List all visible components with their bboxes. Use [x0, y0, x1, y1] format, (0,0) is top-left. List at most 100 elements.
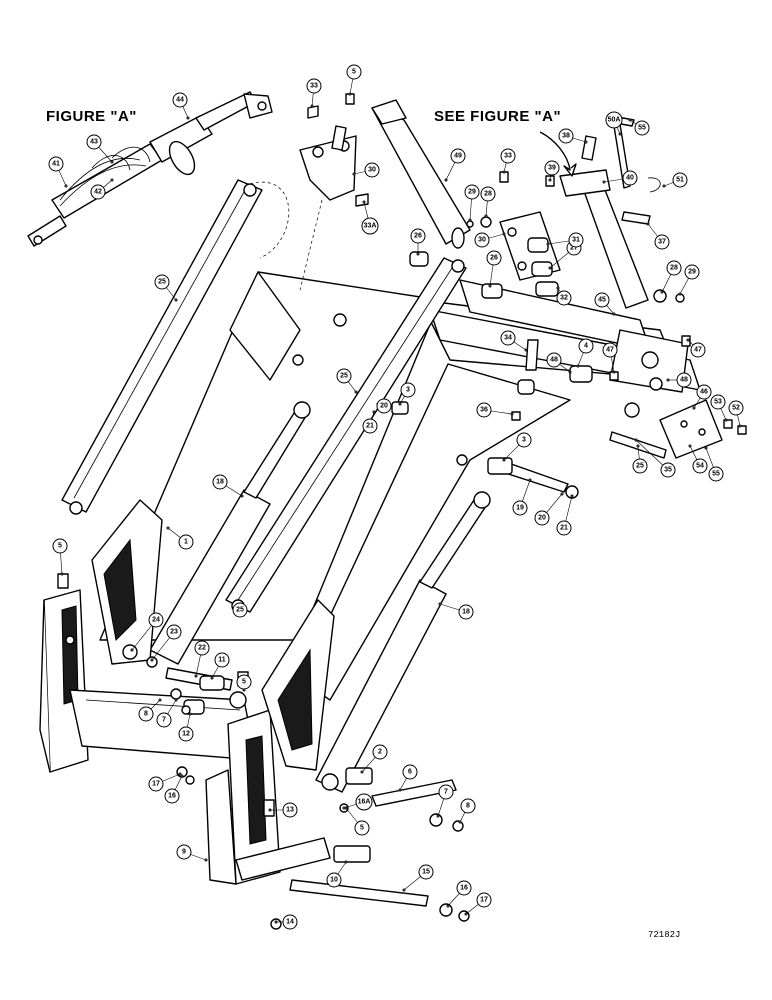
callout-number: 33 — [310, 83, 318, 90]
callout-circle — [476, 892, 492, 908]
callout-circle — [402, 764, 418, 780]
callout-24: 24 — [130, 612, 164, 652]
callout-49: 49 — [444, 148, 466, 182]
callout-47: 47 — [602, 342, 618, 374]
callout-26: 26 — [410, 228, 426, 256]
callout-circle — [480, 186, 496, 202]
see-figure-a-label: SEE FIGURE "A" — [434, 108, 562, 125]
callout-pointer — [210, 676, 214, 680]
callout-number: 21 — [560, 525, 568, 532]
callout-pointer — [398, 788, 402, 792]
figure-a-title: FIGURE "A" — [46, 108, 137, 125]
callout-pointer — [704, 446, 708, 450]
callout-pointer — [484, 214, 488, 218]
callout-36: 36 — [476, 402, 514, 418]
callout-number: 3 — [522, 437, 526, 444]
callout-number: 40 — [626, 175, 634, 182]
callout-circle — [236, 674, 252, 690]
callout-pointer — [576, 364, 580, 368]
callout-51: 51 — [662, 172, 688, 188]
callout-number: 34 — [504, 335, 512, 342]
callout-pointer — [612, 312, 616, 316]
callout-6: 6 — [398, 764, 418, 792]
callout-pointer — [204, 858, 208, 862]
callout-11: 11 — [210, 652, 230, 680]
callout-pointer — [584, 140, 588, 144]
callout-circle — [556, 290, 572, 306]
callout-25: 25 — [154, 274, 178, 302]
callout-number: 37 — [658, 239, 666, 246]
callout-circle — [632, 458, 648, 474]
callout-pointer — [444, 178, 448, 182]
callout-54: 54 — [688, 444, 708, 474]
callout-number: 22 — [198, 645, 206, 652]
callout-circle — [148, 776, 164, 792]
callout-pointer — [342, 806, 346, 810]
callout-number: 5 — [58, 543, 62, 550]
callout-number: 16 — [168, 793, 176, 800]
callout-pointer — [64, 184, 68, 188]
callout-42: 42 — [90, 178, 114, 200]
callout-33: 33 — [500, 148, 516, 174]
callout-number: 39 — [548, 165, 556, 172]
callout-circle — [690, 342, 706, 358]
callout-pointer — [510, 412, 514, 416]
callout-number: 5 — [360, 825, 364, 832]
callout-number: 21 — [366, 423, 374, 430]
callout-48: 48 — [546, 352, 572, 374]
callout-circle — [154, 274, 170, 290]
callout-number: 2 — [378, 749, 382, 756]
callout-pointer — [660, 290, 664, 294]
callout-circle — [52, 538, 68, 554]
callout-39: 39 — [544, 160, 560, 182]
callout-pointer — [344, 860, 348, 864]
callout-44: 44 — [172, 92, 190, 120]
callout-25: 25 — [336, 368, 358, 394]
callout-circle — [708, 466, 724, 482]
callout-pointer — [240, 494, 244, 498]
callout-number: 27 — [570, 245, 578, 252]
callout-pointer — [634, 438, 638, 442]
callout-19: 19 — [512, 478, 532, 516]
attaching-bracket — [299, 135, 357, 291]
callout-3: 3 — [502, 432, 532, 462]
callout-pointer — [348, 92, 352, 96]
callout-pointer — [150, 658, 154, 662]
callout-circle — [372, 744, 388, 760]
callout-circle — [660, 462, 676, 478]
callout-circle — [456, 880, 472, 896]
callout-pointer — [180, 774, 184, 778]
callout-29: 29 — [464, 184, 480, 222]
callout-16: 16 — [446, 880, 472, 908]
callout-number: 5 — [242, 679, 246, 686]
bucket-link-cylinder — [559, 169, 649, 309]
callout-circle — [355, 793, 373, 811]
callout-circle — [578, 338, 594, 354]
callout-circle — [558, 128, 574, 144]
callout-43: 43 — [86, 134, 114, 164]
callout-number: 5 — [352, 69, 356, 76]
callout-pointer — [666, 378, 670, 382]
callout-number: 18 — [216, 479, 224, 486]
callout-pointer — [646, 222, 650, 226]
callout-41: 41 — [48, 156, 68, 188]
callout-30: 30 — [352, 162, 380, 178]
callout-number: 55 — [712, 471, 720, 478]
callout-number: 43 — [90, 139, 98, 146]
callout-pointer — [502, 232, 506, 236]
callout-number: 31 — [572, 237, 580, 244]
callout-circle — [362, 418, 378, 434]
callout-pointer — [546, 242, 550, 246]
callout-number: 46 — [700, 389, 708, 396]
callout-circle — [622, 170, 638, 186]
callout-40: 40 — [602, 170, 638, 186]
callout-18: 18 — [438, 602, 474, 620]
callout-circle — [86, 134, 102, 150]
callout-pointer — [738, 424, 742, 428]
callout-21: 21 — [362, 410, 378, 434]
callout-number: 16A — [358, 799, 371, 806]
callout-number: 28 — [484, 191, 492, 198]
callout-number: 44 — [176, 97, 184, 104]
left-mounting-pedestal — [39, 589, 89, 773]
callout-25: 25 — [632, 444, 648, 474]
